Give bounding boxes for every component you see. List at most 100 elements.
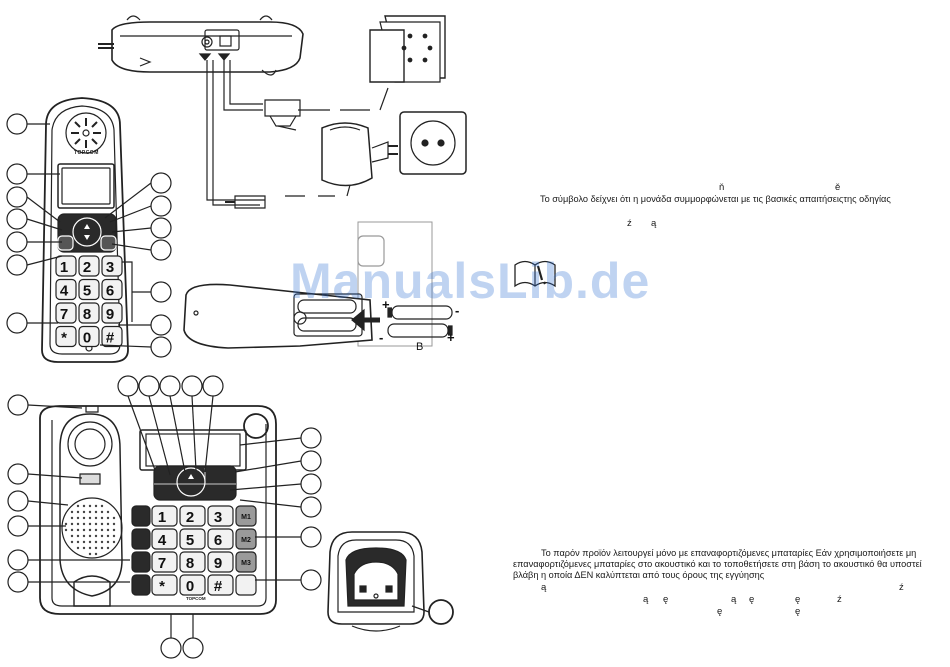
handset-key: 0: [78, 325, 100, 348]
text-fragment: ą: [643, 594, 649, 605]
memory-key: M2: [235, 528, 257, 550]
text-fragment: ę: [795, 594, 801, 605]
handset-key: 5: [78, 278, 100, 301]
base-key: #: [207, 574, 234, 596]
base-side-key: [131, 551, 151, 573]
base-side-key: [131, 505, 151, 527]
base-side-key: [131, 574, 151, 596]
base-key: 7: [151, 551, 178, 573]
base-key: 0: [179, 574, 206, 596]
base-key-label: 7: [158, 555, 166, 572]
text-fragment: ź: [627, 218, 632, 229]
handset-front-view: [41, 97, 129, 363]
handset-key: 7: [55, 302, 77, 324]
base-key: 2: [179, 505, 206, 527]
base-key-label: 8: [186, 555, 194, 572]
base-key-label: 4: [158, 532, 167, 549]
text-fragment: ň: [719, 182, 725, 193]
handset-battery-view: [183, 221, 453, 349]
base-key-label: 1: [158, 509, 166, 526]
handset-key: 3: [101, 255, 123, 277]
handset-key-label: 4: [60, 283, 69, 300]
text-fragment: ę: [663, 594, 669, 605]
power-adapter: [225, 122, 398, 209]
handset-key: 9: [101, 302, 123, 324]
handset-key: 8: [78, 302, 100, 324]
text-fragment: ě: [835, 182, 841, 193]
handset-key-label: *: [61, 330, 67, 347]
base-key-label: *: [159, 578, 165, 595]
phone-wall-jack: [369, 15, 446, 83]
text-fragment: ą: [541, 582, 547, 593]
handset-key-label: 8: [83, 306, 91, 323]
handset-key: 4: [55, 278, 77, 301]
base-brand-logo: TOPCOM: [186, 596, 206, 601]
handset-key-label: 7: [60, 306, 68, 323]
base-key-label: 3: [214, 509, 222, 526]
base-key: 9: [207, 551, 234, 573]
memory-key: M1: [235, 505, 257, 527]
memory-key: M3: [235, 551, 257, 573]
handset-key-label: #: [106, 330, 115, 347]
manualslib-watermark: ManualsLib.de: [290, 253, 651, 309]
base-speaker-grill: [64, 504, 116, 556]
speaker-key: [235, 574, 257, 596]
base-callouts: [7, 375, 322, 659]
battery-warning-line-1: Το παρόν προϊόν λειτουργεί μόνο με επανα…: [541, 548, 917, 558]
phone-plug: [264, 99, 301, 131]
base-key-label: 9: [214, 555, 222, 572]
text-fragment: ą: [651, 218, 657, 229]
book-icon: [514, 260, 556, 288]
text-fragment: ź: [899, 582, 904, 593]
handset-brand-logo: TOPCOM: [74, 150, 99, 156]
battery-minus-sign: -: [455, 303, 460, 318]
base-key: 5: [179, 528, 206, 550]
memory-key-label: M1: [241, 514, 251, 521]
base-key: 4: [151, 528, 178, 550]
base-key-label: 2: [186, 509, 194, 526]
text-fragment: ź: [837, 594, 842, 605]
battery-warning-line-2: επαναφορτιζόμενες μπαταρίες στο ακουστικ…: [513, 559, 922, 569]
battery-plus-sign-2: +: [447, 330, 455, 345]
base-key: 8: [179, 551, 206, 573]
base-key: *: [151, 574, 178, 596]
handset-key-label: 3: [106, 259, 114, 276]
base-key-label: #: [214, 578, 223, 595]
handset-callouts: [6, 113, 172, 358]
handset-key-label: 6: [106, 283, 114, 300]
base-key-label: 5: [186, 532, 194, 549]
handset-key: *: [55, 325, 77, 348]
text-fragment: ę: [795, 606, 801, 617]
base-rear-view: [98, 15, 304, 76]
text-fragment: ę: [717, 606, 723, 617]
cords: [206, 60, 389, 206]
battery-warning-line-3: βλάβη η οποία ΔΕΝ καλύπτεται από τους όρ…: [513, 570, 765, 580]
handset-key-label: 1: [60, 259, 68, 276]
handset-key-label: 0: [83, 330, 91, 347]
handset-key-label: 2: [83, 259, 91, 276]
battery-label: B: [416, 341, 424, 353]
memory-key-label: M3: [241, 560, 251, 567]
battery-plus-sign: +: [382, 297, 390, 312]
charger-cradle: [327, 531, 454, 632]
handset-key: 2: [78, 255, 100, 277]
battery-minus-sign-2: -: [379, 330, 384, 345]
handset-key: 1: [55, 255, 77, 277]
handset-key-label: 5: [83, 283, 91, 300]
handset-key: #: [101, 325, 123, 348]
base-key: 6: [207, 528, 234, 550]
base-key-label: 0: [186, 578, 194, 595]
ce-conformity-text: Το σύμβολο δείχνει ότι η μονάδα συμμορφώ…: [540, 194, 891, 204]
text-fragment: ę: [749, 594, 755, 605]
power-socket: [399, 111, 467, 175]
base-key: 1: [151, 505, 178, 527]
base-key-label: 6: [214, 532, 222, 549]
base-key: 3: [207, 505, 234, 527]
text-fragment: ą: [731, 594, 737, 605]
handset-key: 6: [101, 278, 123, 301]
base-side-key: [131, 528, 151, 550]
handset-key-label: 9: [106, 306, 114, 323]
memory-key-label: M2: [241, 537, 251, 544]
